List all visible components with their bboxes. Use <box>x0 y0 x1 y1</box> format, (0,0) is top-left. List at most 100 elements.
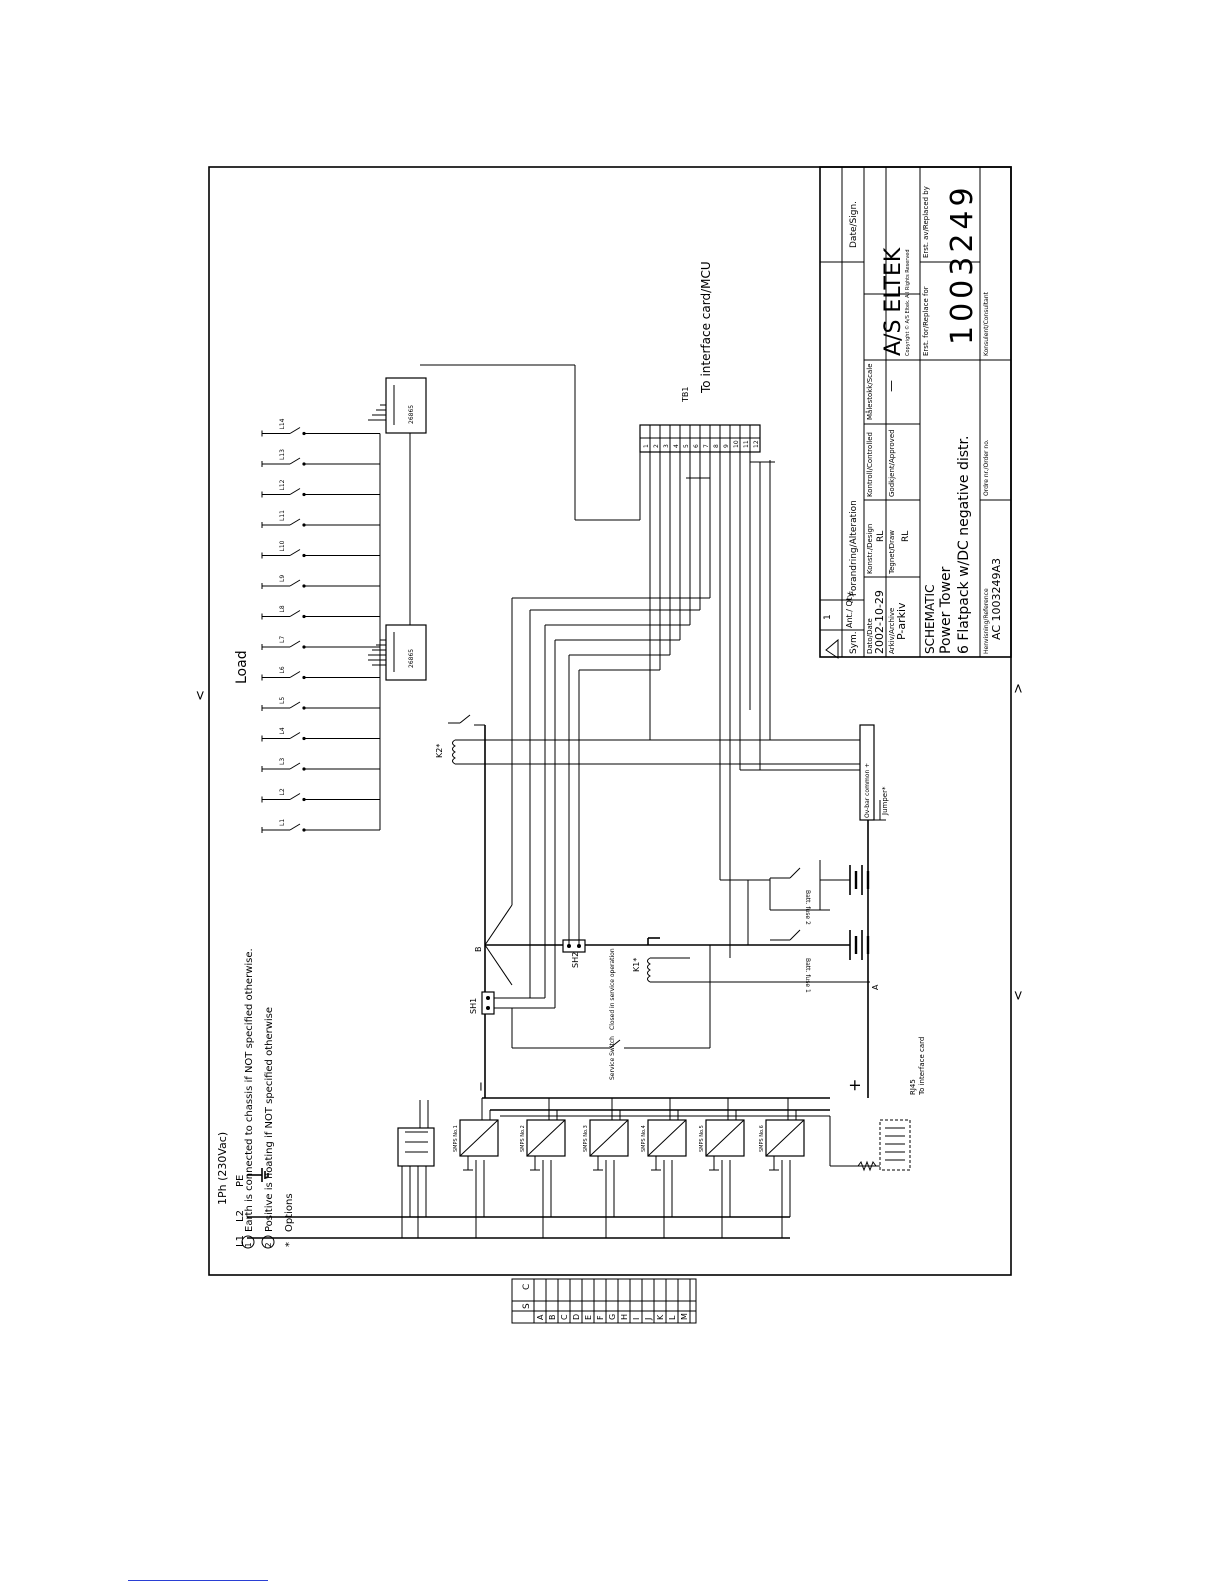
tb1-terminal: 4 <box>673 444 680 448</box>
replace-for-label: Erst. for/Replace for <box>922 286 930 356</box>
drawn-value: RL <box>901 531 911 542</box>
rj45-note: To interface card <box>918 1037 926 1096</box>
smps-module: SMPS No.6 <box>759 1119 805 1171</box>
approved-label: Godkjent/Approved <box>888 429 896 497</box>
note-3: Options <box>284 1193 295 1232</box>
sym-label: Sym. <box>849 631 859 654</box>
rev-mark: 1 <box>823 614 833 620</box>
tb1-terminal: 3 <box>663 444 670 448</box>
revision-row-label: K <box>656 1314 665 1320</box>
load-label: L10 <box>279 540 286 551</box>
note-marker-1: 1 <box>244 1242 253 1247</box>
company-logo: A/S ELTEK <box>881 247 906 356</box>
copyright-notice: Copyright © A/S Eltek. All Rights Reserv… <box>904 249 911 356</box>
revision-row-label: E <box>584 1315 593 1320</box>
smps-module: SMPS No.5 <box>699 1119 745 1171</box>
load-feeder: L2 <box>261 788 380 803</box>
drawing-frame <box>208 166 1012 1276</box>
sh2-label: SH2 <box>571 952 580 968</box>
schematic-label: SCHEMATIC <box>923 585 937 654</box>
consultant-label: Konsulent/Consultant <box>983 291 990 356</box>
smps-label: SMPS No.5 <box>699 1125 705 1152</box>
revision-row-label: H <box>620 1314 629 1320</box>
load-label: L8 <box>279 605 286 612</box>
smps-label: SMPS No.2 <box>520 1125 526 1152</box>
load-feeder: L6 <box>261 666 380 681</box>
tb1-terminal: 9 <box>723 444 730 448</box>
date-value: 2002-10-29 <box>873 590 886 654</box>
load-label: Load <box>234 650 250 684</box>
drawing-number: 1003249 <box>945 183 980 345</box>
load-feeder: L11 <box>261 510 380 528</box>
shunt-sh2 <box>562 939 586 953</box>
load-feeder: L1 <box>261 819 380 833</box>
node-a-label: A <box>871 984 880 990</box>
revision-row-label: J <box>644 1318 653 1321</box>
smps-module: SMPS No.1 <box>453 1119 499 1171</box>
title-line-2: 6 Flatpack w/DC negative distr. <box>956 436 972 654</box>
terminal-block-tb1: 1 2 3 4 5 6 7 8 9 10 11 12 TB1 To interf… <box>639 261 761 453</box>
order-label: Ordre nr./Order no. <box>983 439 990 496</box>
load-label: L3 <box>279 758 286 765</box>
revision-row-label: M <box>680 1313 689 1320</box>
sh1-label: SH1 <box>469 998 478 1014</box>
date-sign-label: Date/Sign. <box>849 201 859 248</box>
revision-row-label: B <box>548 1315 557 1321</box>
ac-distribution-box <box>397 1100 435 1167</box>
load-feeder: L3 <box>261 758 380 772</box>
plus-label: + <box>845 1079 864 1092</box>
load-label: L13 <box>279 449 286 460</box>
ac-supply: 1Ph (230Vac) L1 L2 PE <box>216 1132 791 1247</box>
supply-pe: PE <box>235 1175 246 1187</box>
revision-row-label: L <box>668 1315 677 1320</box>
k2-label: K2* <box>435 744 444 758</box>
tb1-terminal: 10 <box>733 440 740 448</box>
tb1-terminal: 1 <box>643 444 650 448</box>
smps-module: SMPS No.3 <box>583 1119 629 1171</box>
busbar-common-plus <box>859 724 875 821</box>
load-feeder: L5 <box>261 697 380 711</box>
smps-modules: SMPS No.1 SMPS No.2 SMPS No.3 SMPS No.4 <box>453 1097 880 1172</box>
load-label: L5 <box>279 697 286 704</box>
load-feeder: L14 <box>261 418 380 437</box>
tb1-terminal: 5 <box>683 444 690 448</box>
tb1-terminal: 7 <box>703 444 710 448</box>
footer-link-underline <box>128 1580 268 1581</box>
arrow-bottom-left: < <box>1010 683 1025 694</box>
load-feeder: L7 <box>261 636 380 650</box>
node-b-label: B <box>474 947 483 953</box>
note-1: Earth is connected to chassis if NOT spe… <box>244 948 255 1232</box>
load-label: L9 <box>279 575 286 582</box>
supply-l2: L2 <box>235 1210 246 1222</box>
drawn-label: Tegnet/Draw <box>888 530 896 575</box>
archive-label: Arkiv/Archive <box>888 608 896 654</box>
dc-main-wiring: B SH1 SH2 K1* Service Switch Closed in s… <box>420 364 889 1098</box>
rev-col-s: S <box>522 1303 532 1309</box>
note-2: Positive is floating if NOT specified ot… <box>264 1007 275 1232</box>
title-line-1: Power Tower <box>938 566 954 654</box>
load-label: L7 <box>279 636 286 643</box>
supply-title: 1Ph (230Vac) <box>216 1132 229 1205</box>
revision-row-label: G <box>608 1314 617 1320</box>
rj45-connector: RJ45 To interface card <box>879 1037 926 1171</box>
minus-label: − <box>474 1081 489 1092</box>
revision-row-label: I <box>632 1318 641 1320</box>
note-marker-3: * <box>284 1242 295 1247</box>
design-value: RL <box>876 531 886 542</box>
revision-triangle-icon <box>825 638 839 659</box>
load-feeder: L8 <box>261 605 380 620</box>
note-marker-2: 2 <box>264 1242 273 1247</box>
load-label: L12 <box>279 479 286 490</box>
replaced-by-label: Erst. av/Replaced by <box>922 186 930 258</box>
load-board-b <box>385 377 427 434</box>
scale-label: Målestokk/Scale <box>865 363 874 420</box>
scale-value: — <box>884 380 898 392</box>
smps-module: SMPS No.4 <box>641 1119 687 1171</box>
smps-module: SMPS No.2 <box>520 1119 566 1171</box>
load-label: L1 <box>279 819 286 826</box>
arrow-bottom-right: > <box>1010 990 1025 1001</box>
